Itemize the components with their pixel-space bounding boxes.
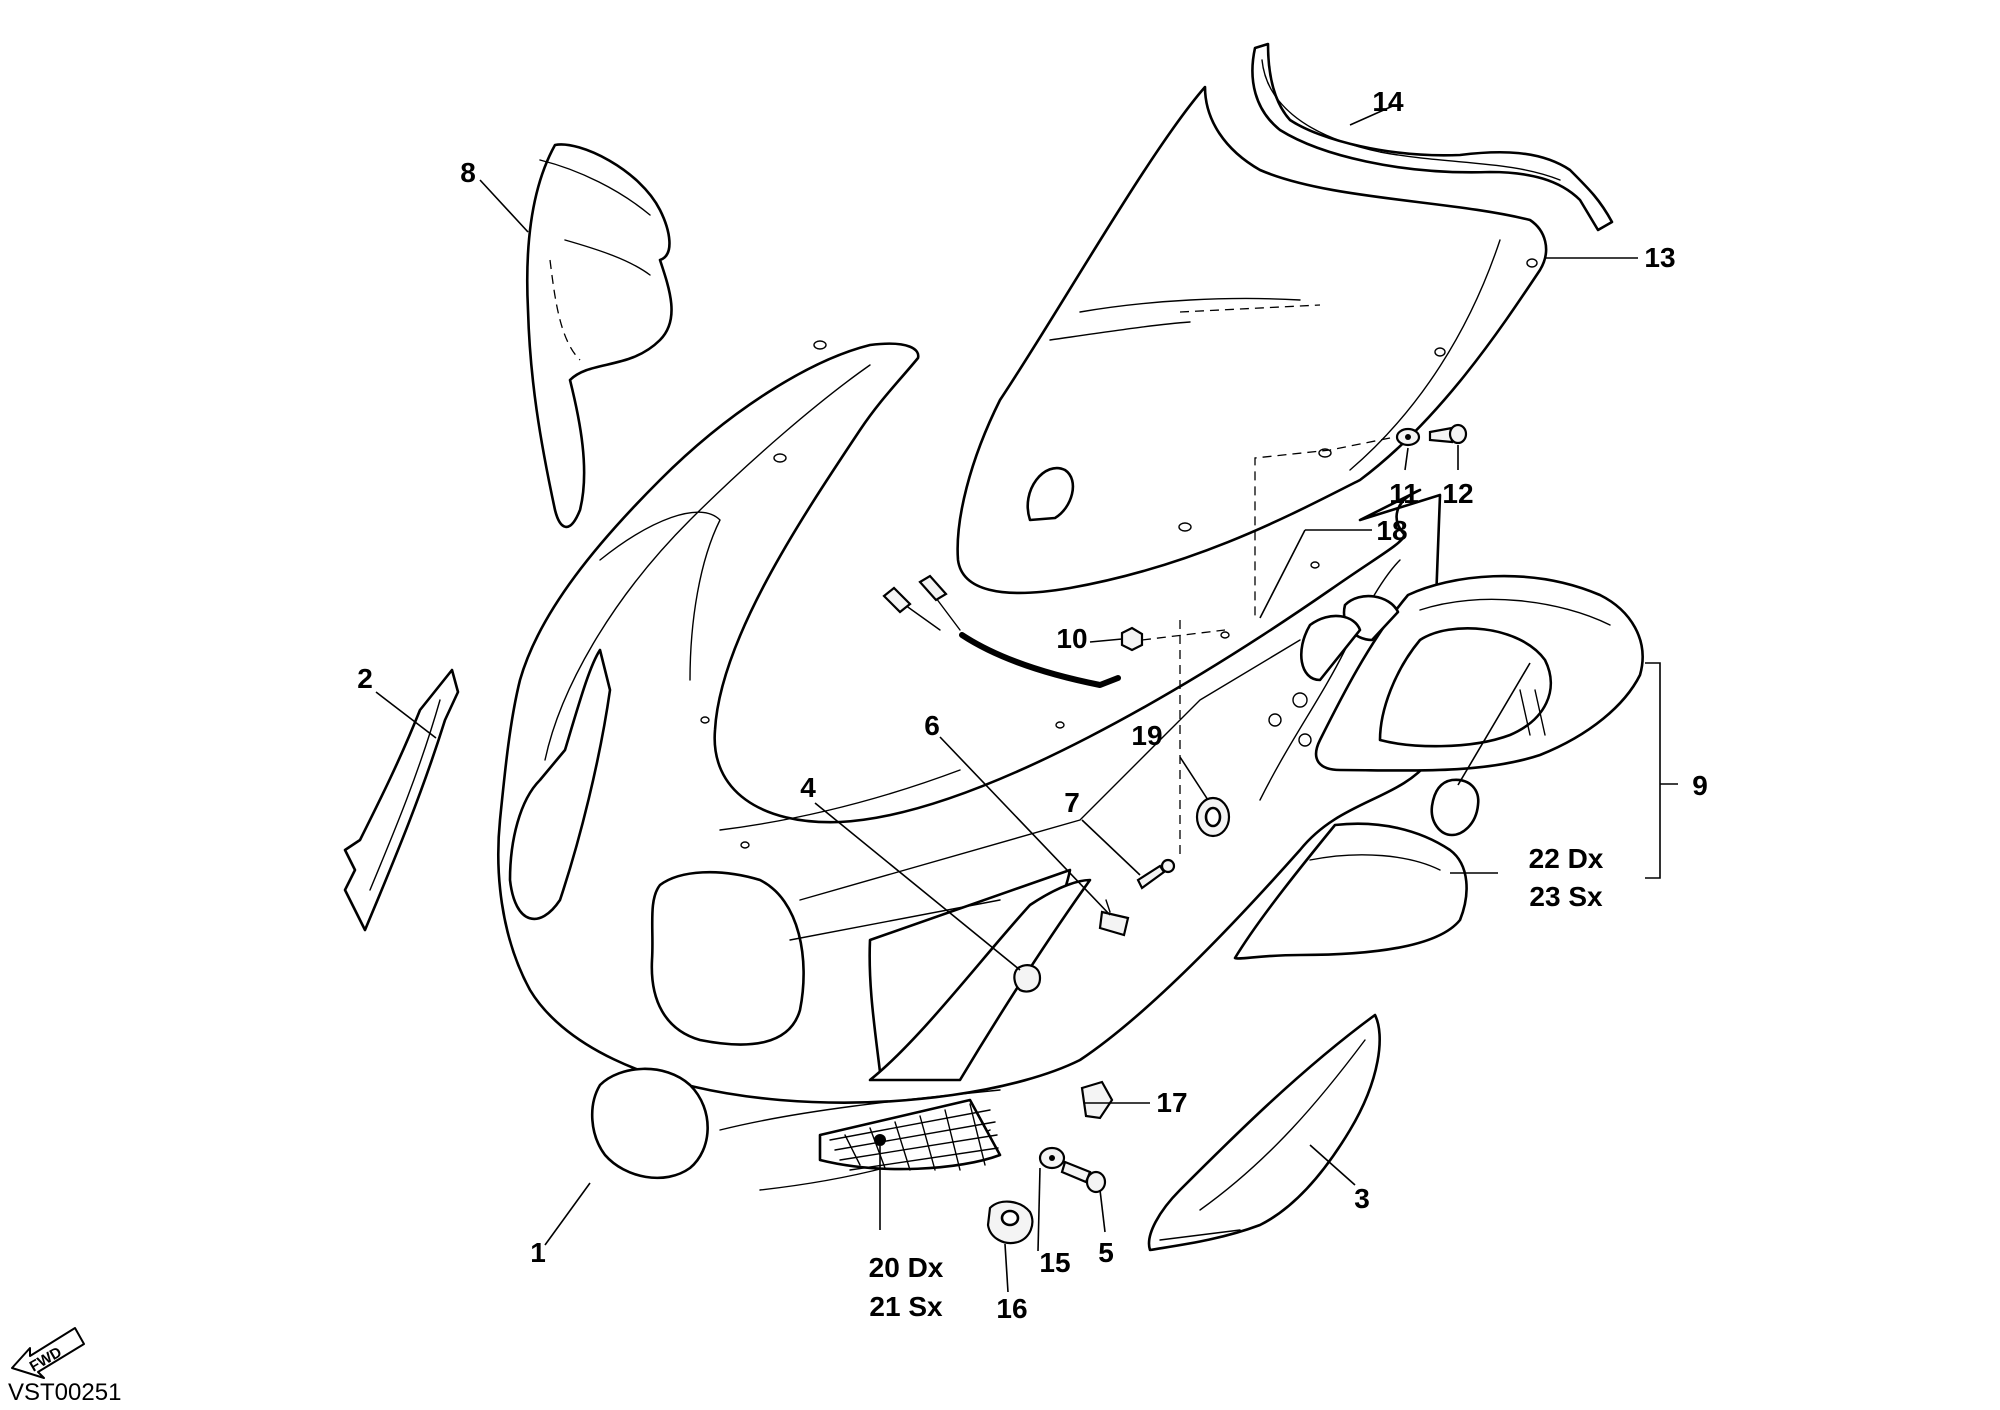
callout-5: 5	[1098, 1237, 1114, 1268]
left-trim-strip-part	[343, 668, 460, 932]
windscreen-part	[956, 85, 1548, 595]
callout-6: 6	[924, 710, 940, 741]
callout-8: 8	[460, 157, 476, 188]
callout-4: 4	[800, 772, 816, 803]
callout-7: 7	[1064, 787, 1080, 818]
rubber-bush-part	[986, 1200, 1034, 1245]
callout-12: 12	[1442, 478, 1473, 509]
callout-15: 15	[1039, 1247, 1070, 1278]
grommet-part	[1195, 796, 1231, 838]
wiring-harness-part	[882, 574, 1121, 688]
callout-20: 20 Dx	[869, 1252, 944, 1283]
callout-23: 23 Sx	[1529, 881, 1603, 912]
callout-14: 14	[1372, 86, 1404, 117]
grille-mesh	[829, 1103, 999, 1171]
clip-part	[1098, 899, 1130, 937]
leader-lines	[375, 104, 1678, 1293]
callout-1: 1	[530, 1237, 546, 1268]
upper-side-panel-part	[525, 143, 673, 529]
fastener-part	[1013, 964, 1042, 993]
callout-3: 3	[1354, 1183, 1370, 1214]
reference-code: VST00251	[8, 1379, 121, 1406]
callout-21: 21 Sx	[869, 1291, 943, 1322]
mirror-assembly-part	[1259, 559, 1644, 837]
callout-labels: 8 2 3 4 5 6 7 10 11 12 13 14 15 16 17 18…	[357, 86, 1708, 1324]
screw-part	[1428, 423, 1468, 445]
mirror-screw-part	[1136, 858, 1176, 890]
callout-2: 2	[357, 663, 373, 694]
callout-9: 9	[1692, 770, 1708, 801]
nut-part	[1120, 626, 1144, 652]
callout-22: 22 Dx	[1529, 843, 1604, 874]
fwd-arrow-icon: FWD	[11, 1327, 85, 1379]
callout-10: 10	[1056, 623, 1087, 654]
lower-right-panel-part	[1147, 1013, 1381, 1252]
callout-17: 17	[1156, 1087, 1187, 1118]
callout-19: 19	[1131, 720, 1162, 751]
mirror-glass-part	[1233, 822, 1468, 960]
bolt-washer-part	[1038, 1146, 1066, 1170]
callout-18: 18	[1376, 515, 1407, 546]
windscreen-trim-part	[1251, 42, 1614, 232]
callout-13: 13	[1644, 242, 1675, 273]
front-fairing-part	[497, 340, 1442, 1191]
clip-nut-part	[1080, 1080, 1114, 1120]
bolt-part	[1060, 1160, 1107, 1194]
callout-16: 16	[996, 1293, 1027, 1324]
callout-11: 11	[1389, 478, 1419, 509]
washer-part	[1395, 427, 1421, 447]
